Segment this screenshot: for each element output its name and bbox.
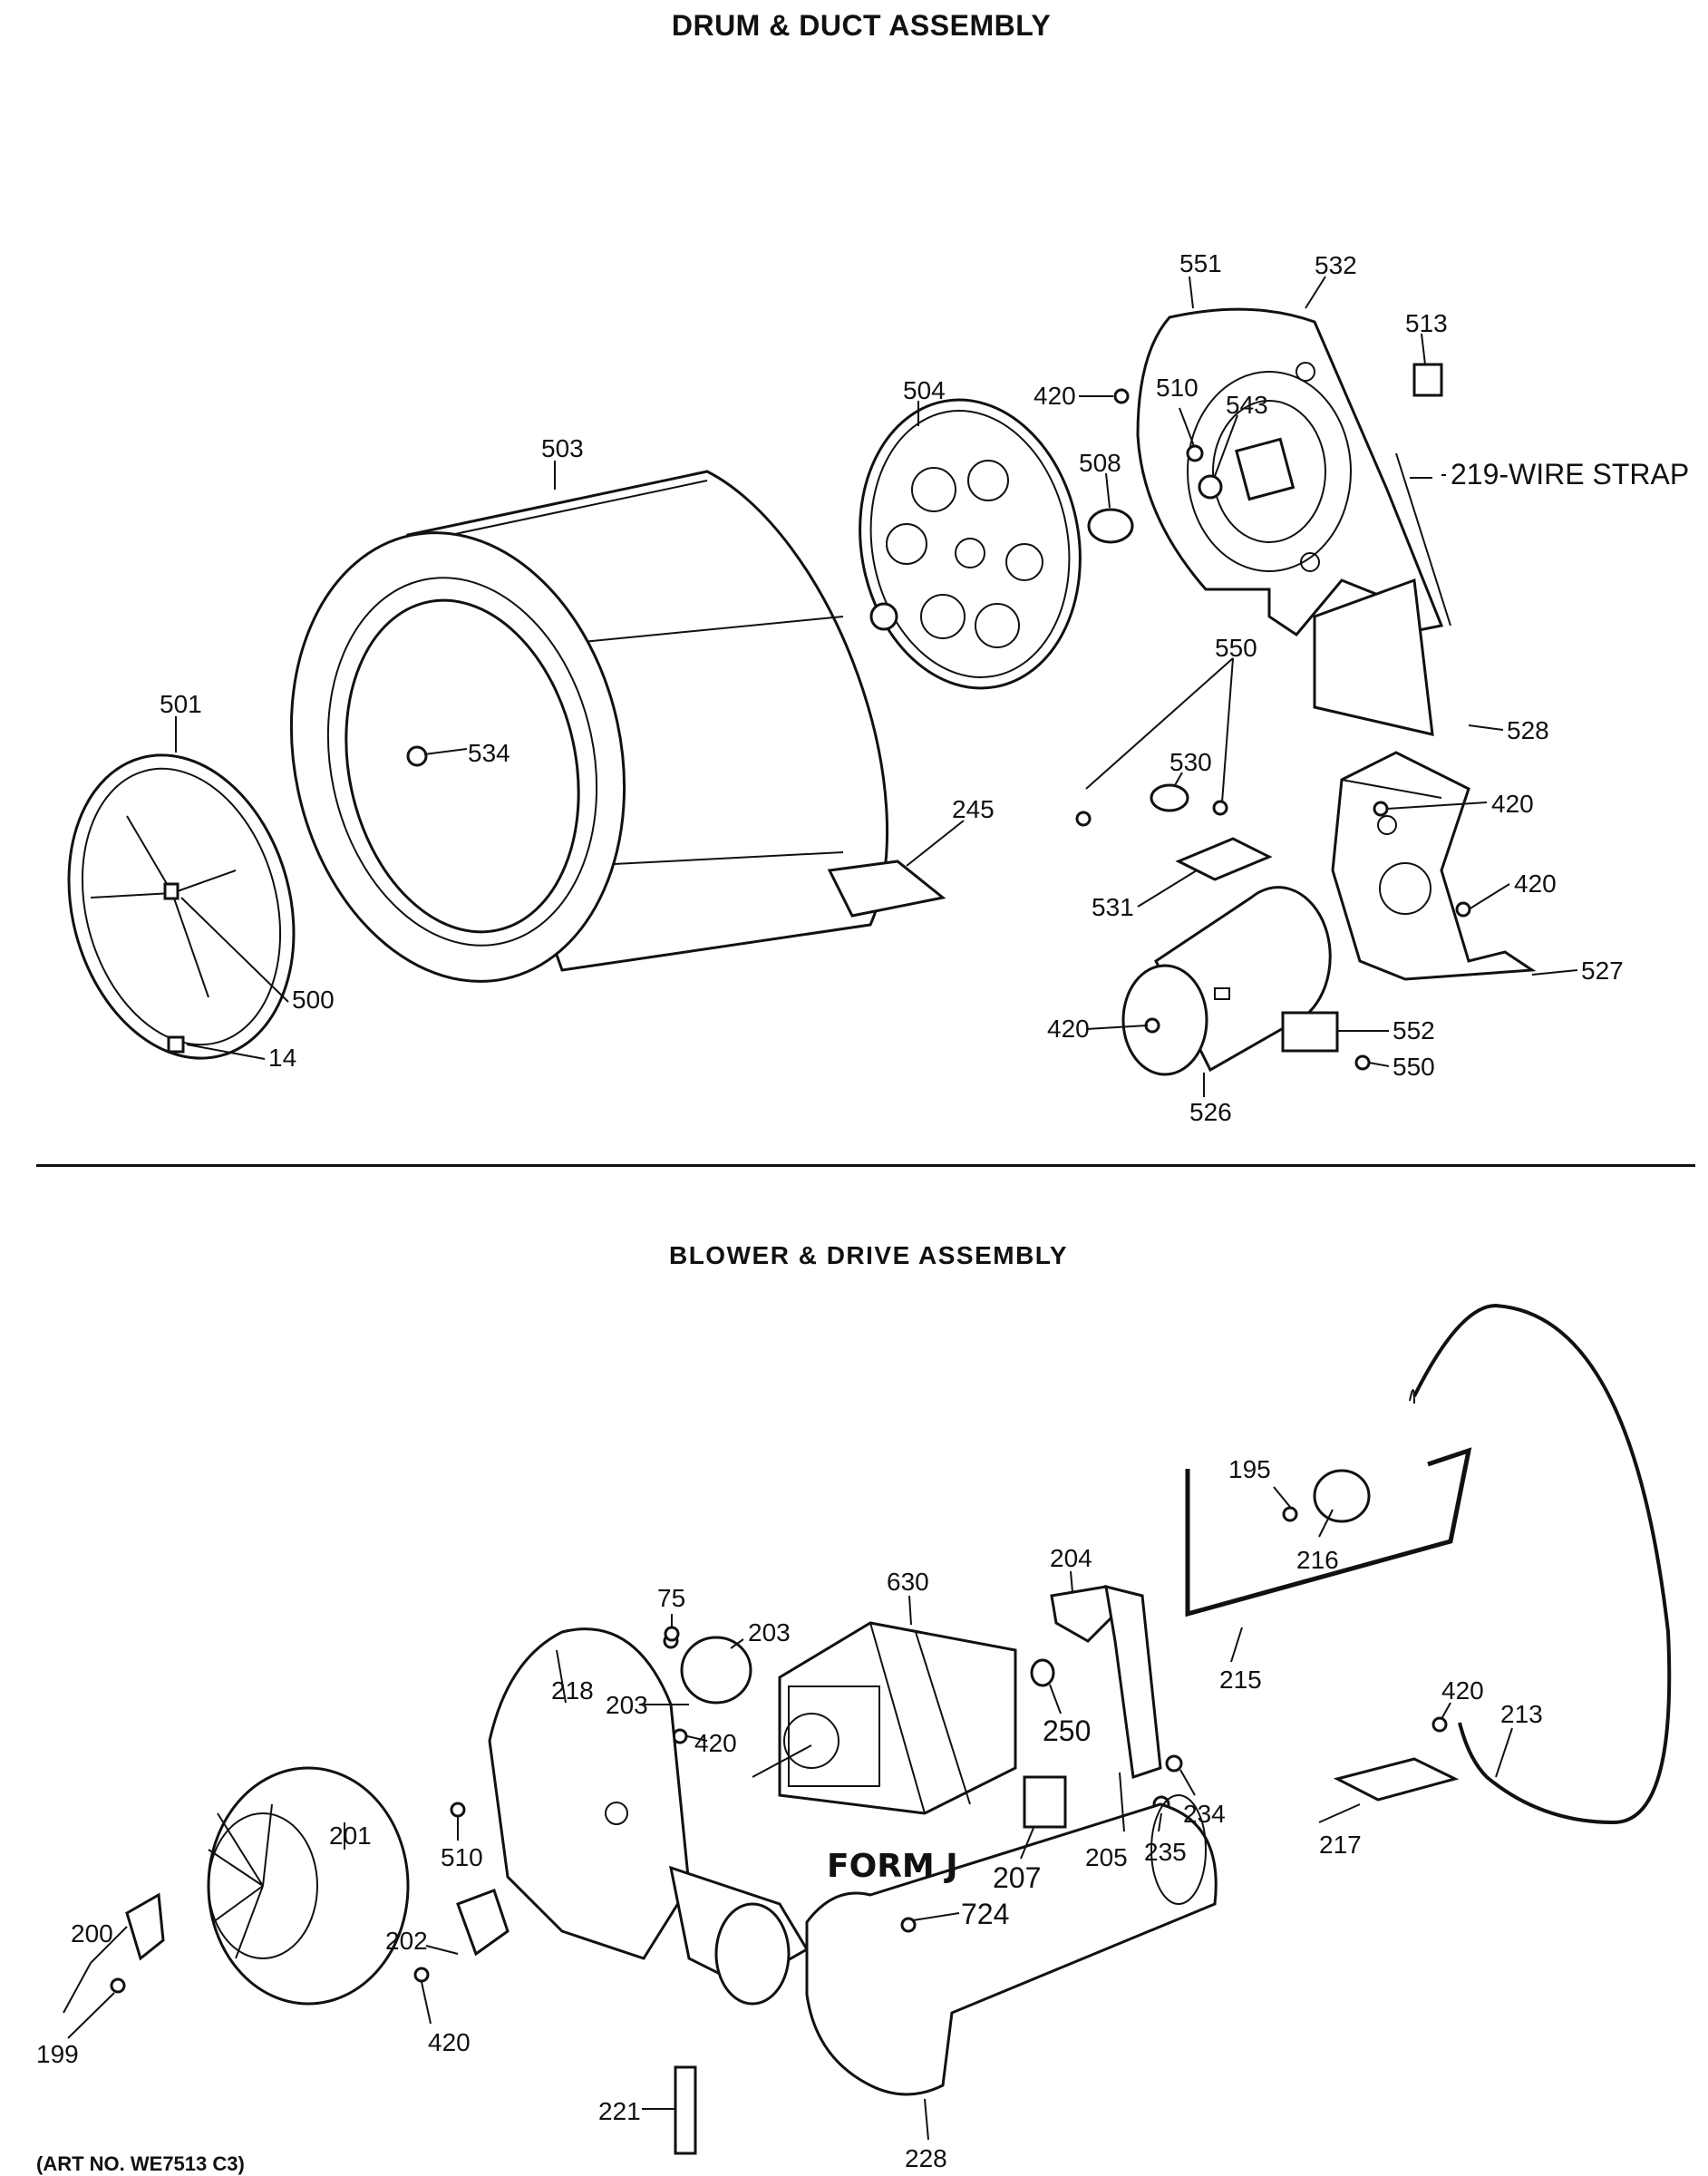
blower-wheel-201 — [207, 1766, 410, 2006]
clip-204 — [1050, 1585, 1117, 1643]
label-526: 526 — [1189, 1098, 1232, 1126]
section-divider — [36, 1164, 1695, 1167]
label-528: 528 — [1507, 716, 1549, 744]
thermostat-530 — [1150, 783, 1189, 812]
label-207: 207 — [993, 1861, 1041, 1894]
label-543: 543 — [1226, 391, 1268, 419]
label-510-a: 510 — [1156, 374, 1199, 402]
shaft-250 — [1030, 1658, 1055, 1687]
label-510-b: 510 — [441, 1843, 483, 1871]
part-513 — [1412, 363, 1443, 397]
label-213: 213 — [1500, 1700, 1543, 1728]
label-513: 513 — [1405, 309, 1448, 337]
label-531: 531 — [1092, 893, 1134, 921]
label-199: 199 — [36, 2040, 79, 2068]
strip-221 — [674, 2065, 697, 2155]
bracket-531 — [1175, 837, 1273, 881]
label-203-b: 203 — [606, 1691, 648, 1719]
label-235: 235 — [1144, 1838, 1187, 1866]
label-420-b: 420 — [1491, 790, 1534, 818]
label-550-b: 550 — [1393, 1053, 1435, 1081]
label-202: 202 — [385, 1927, 428, 1955]
label-215: 215 — [1219, 1666, 1262, 1694]
label-228: 228 — [905, 2144, 947, 2172]
drum-503 — [289, 470, 889, 983]
label-724: 724 — [961, 1898, 1009, 1930]
label-216: 216 — [1296, 1546, 1339, 1574]
duct-box-527 — [1331, 751, 1537, 981]
switch-207 — [1023, 1775, 1067, 1829]
label-501: 501 — [160, 690, 202, 718]
label-245: 245 — [952, 795, 995, 823]
part-245 — [827, 860, 946, 918]
idler-pulley-216 — [1313, 1469, 1371, 1523]
label-250: 250 — [1043, 1715, 1091, 1747]
bracket-205 — [1104, 1584, 1162, 1779]
part-14 — [167, 1035, 185, 1054]
label-75: 75 — [657, 1584, 685, 1612]
label-420-e: 420 — [694, 1729, 737, 1757]
front-seal-501 — [67, 753, 296, 1060]
label-550-a: 550 — [1215, 634, 1257, 662]
drive-belt-213 — [1412, 1303, 1672, 1825]
label-221: 221 — [598, 2097, 641, 2125]
label-534: 534 — [468, 739, 510, 767]
rear-drum-head-504 — [859, 398, 1082, 690]
duct-528 — [1313, 578, 1434, 736]
label-527: 527 — [1581, 957, 1624, 985]
label-205: 205 — [1085, 1843, 1128, 1871]
label-630: 630 — [887, 1568, 929, 1596]
exhaust-duct-228 — [805, 1794, 1218, 2096]
label-14: 14 — [268, 1044, 296, 1072]
part-552 — [1281, 1011, 1339, 1053]
label-532: 532 — [1315, 251, 1357, 279]
motor-630 — [752, 1621, 1017, 1815]
label-218: 218 — [551, 1676, 594, 1705]
label-551: 551 — [1179, 249, 1222, 277]
label-504: 504 — [903, 376, 946, 404]
label-552: 552 — [1393, 1016, 1435, 1044]
bearing-508 — [1087, 508, 1134, 544]
clip-202 — [456, 1889, 509, 1957]
label-200: 200 — [71, 1919, 113, 1948]
blower-housing-218 — [488, 1627, 810, 2006]
label-204: 204 — [1050, 1544, 1092, 1572]
label-219-wire-strap: 219-WIRE STRAP — [1451, 458, 1689, 491]
rear-bulkhead-532 — [1136, 307, 1451, 636]
label-217: 217 — [1319, 1831, 1362, 1859]
label-420-c: 420 — [1514, 869, 1557, 898]
label-420-a: 420 — [1034, 382, 1076, 410]
label-420-d: 420 — [1047, 1015, 1090, 1043]
idler-arm-215 — [1185, 1447, 1472, 1617]
bracket-200 — [125, 1892, 165, 1961]
bracket-217 — [1333, 1757, 1460, 1802]
drum-duct-assembly-title: DRUM & DUCT ASSEMBLY — [671, 9, 1052, 42]
strap-203 — [680, 1636, 752, 1705]
label-420-f: 420 — [1441, 1676, 1484, 1705]
label-234: 234 — [1183, 1800, 1226, 1828]
label-420-g: 420 — [428, 2028, 471, 2056]
blower-drive-assembly-title: BLOWER & DRIVE ASSEMBLY — [668, 1241, 1069, 1269]
label-195: 195 — [1228, 1455, 1271, 1483]
label-508: 508 — [1079, 449, 1121, 477]
label-500: 500 — [292, 986, 335, 1014]
art-number: (ART NO. WE7513 C3) — [36, 2152, 245, 2175]
label-201: 201 — [329, 1821, 372, 1850]
label-form-j: FORM J — [827, 1848, 958, 1885]
label-203-a: 203 — [748, 1618, 791, 1647]
label-503: 503 — [541, 434, 584, 462]
label-530: 530 — [1169, 748, 1212, 776]
